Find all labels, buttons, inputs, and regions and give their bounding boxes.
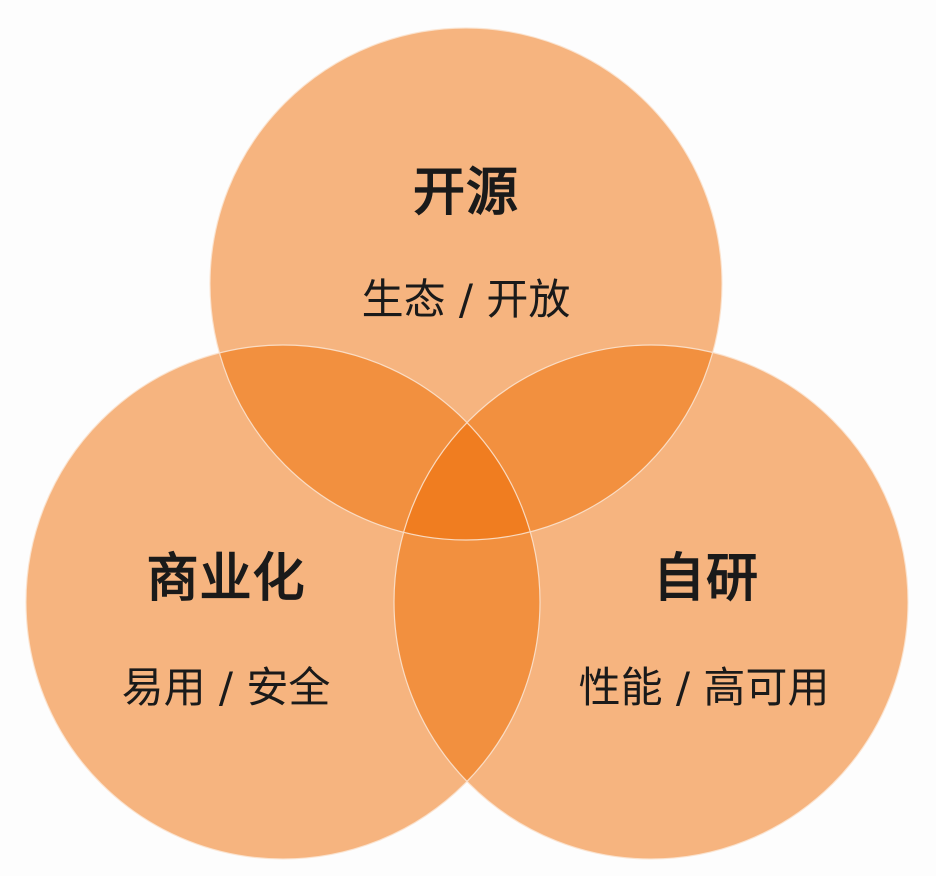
overlap-open-commercial (210, 345, 540, 540)
overlap-open-self (394, 345, 722, 540)
self-developed-title: 自研 (652, 549, 760, 609)
open-source-subtitle: 生态 / 开放 (361, 275, 571, 324)
commercial-subtitle: 易用 / 安全 (121, 663, 331, 712)
open-source-title: 开源 (412, 163, 520, 223)
self-developed-subtitle: 性能 / 高可用 (578, 663, 830, 712)
commercial-title: 商业化 (146, 549, 306, 609)
